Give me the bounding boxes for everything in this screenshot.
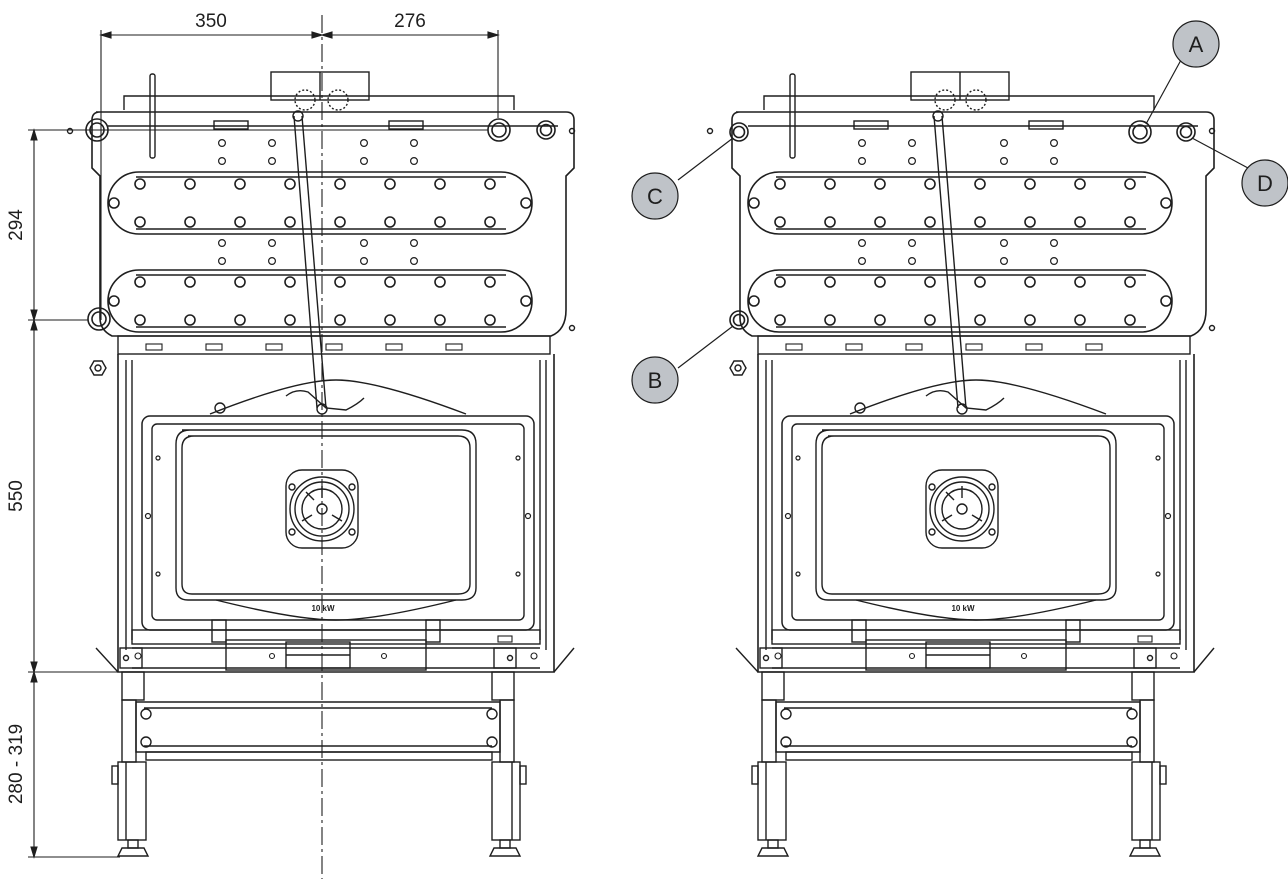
connection-ring-bottom-left [87, 307, 111, 331]
left-lever [292, 89, 349, 415]
dimension-height-body: 550 [6, 480, 27, 512]
right-lever [932, 89, 987, 415]
dimension-height-legs: 280 - 319 [6, 724, 27, 804]
callouts [631, 20, 1288, 404]
callout-c [631, 172, 679, 220]
left-connections [85, 118, 556, 331]
dimension-height-upper: 294 [6, 209, 27, 241]
callout-b [631, 356, 679, 404]
stove-front-view-right [706, 71, 1216, 857]
door-plate-left: 10 kW [311, 604, 335, 613]
door-plate-right: 10 kW [951, 604, 975, 613]
callout-d [1241, 159, 1288, 207]
stove-front-view-left [66, 71, 576, 857]
dimension-width-right: 276 [394, 11, 426, 32]
callout-a [1172, 20, 1220, 68]
callout-a-label: A [1189, 32, 1204, 57]
dimension-width-left: 350 [195, 11, 227, 32]
callout-b-label: B [648, 368, 663, 393]
right-connections [729, 120, 1196, 330]
callout-c-label: C [647, 184, 663, 209]
callout-d-label: D [1257, 171, 1273, 196]
left-dimensions [28, 15, 500, 879]
